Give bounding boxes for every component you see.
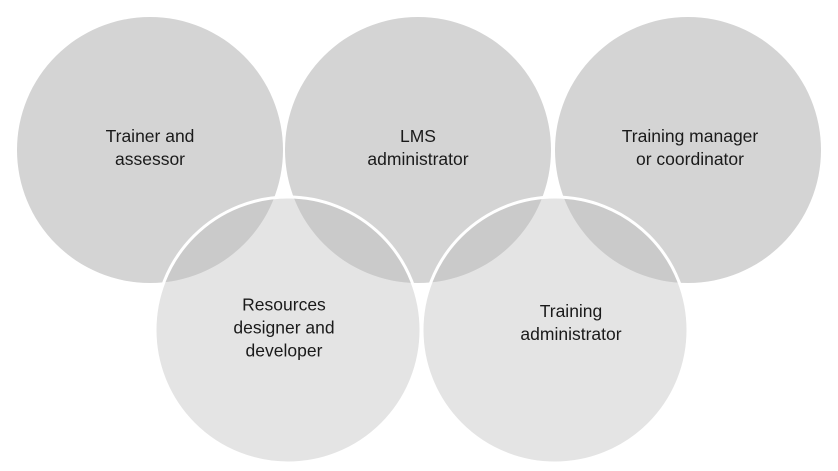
- circle-resources-designer-and-developer[interactable]: [153, 195, 423, 465]
- circle-training-administrator[interactable]: [420, 195, 690, 465]
- top-row-circles: [17, 17, 821, 283]
- bottom-row-circles: [153, 195, 690, 465]
